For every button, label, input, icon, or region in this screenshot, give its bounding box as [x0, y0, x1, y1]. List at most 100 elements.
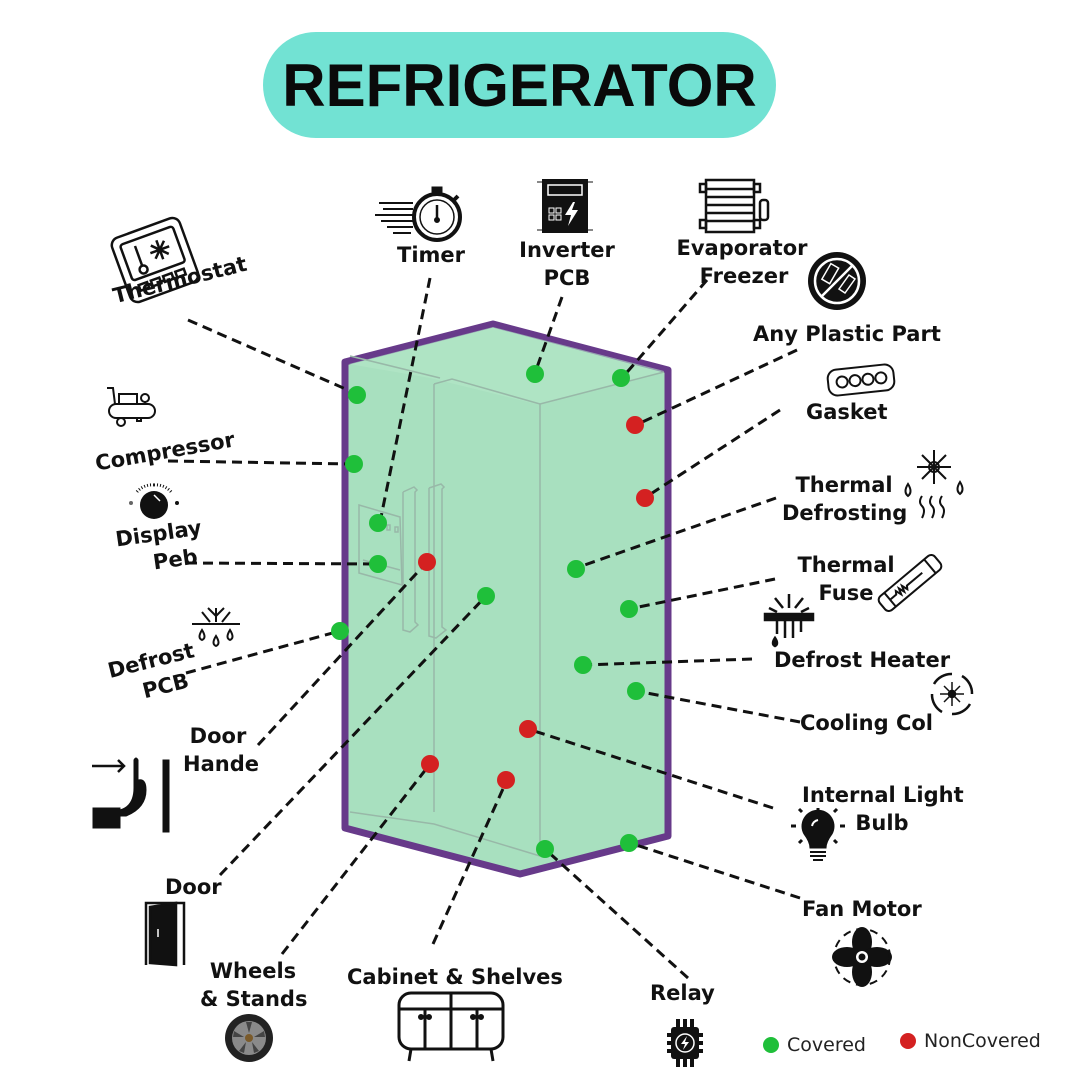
leader-fan-motor [629, 841, 801, 900]
leader-timer [378, 277, 432, 523]
dot-cabinet-shelves[interactable] [497, 771, 515, 789]
dot-door-handle[interactable] [418, 553, 436, 571]
label-relay: Relay [650, 979, 715, 1007]
dot-fan-motor[interactable] [620, 834, 638, 852]
label-cooling-col: Cooling Col [800, 709, 933, 737]
legend-covered-label: Covered [787, 1034, 866, 1056]
label-wheels-stands: Wheels & Stands [200, 957, 308, 1013]
legend-noncovered-label: NonCovered [924, 1030, 1041, 1052]
dot-thermostat[interactable] [348, 386, 366, 404]
label-line: Defrosting [782, 501, 908, 525]
label-line: Freezer [699, 264, 789, 288]
cabinet-icon [397, 991, 505, 1062]
leader-wheels-stands [280, 763, 432, 955]
air-compressor-icon [107, 387, 156, 427]
refrigerator-illustration [341, 320, 672, 878]
label-line: Door [189, 724, 247, 748]
label-thermal-fuse: Thermal Fuse [796, 551, 896, 607]
label-line: PCB [543, 266, 591, 290]
light-bulb-icon [791, 807, 845, 861]
label-any-plastic-part: Any Plastic Part [753, 320, 941, 348]
label-timer: Timer [397, 241, 465, 269]
legend-noncovered-swatch [900, 1033, 916, 1049]
label-door-handle: Door Hande [183, 722, 259, 778]
leader-inverter-pcb [533, 296, 564, 374]
label-text: Door [165, 875, 222, 899]
legend-noncovered: NonCovered [900, 1030, 1041, 1052]
label-text: Any Plastic Part [753, 322, 941, 346]
leader-relay [544, 848, 690, 980]
dot-internal-light-bulb[interactable] [519, 720, 537, 738]
label-line: Thermal [797, 553, 895, 577]
dot-gasket[interactable] [636, 489, 654, 507]
dot-wheels-stands[interactable] [421, 755, 439, 773]
door-icon [144, 901, 186, 967]
label-text: Cooling Col [800, 711, 933, 735]
dot-timer[interactable] [369, 514, 387, 532]
fuse-icon [877, 554, 943, 612]
leader-internal-light [527, 727, 774, 810]
leader-lines [167, 277, 801, 980]
leader-compressor [167, 459, 354, 466]
leader-display-peb [186, 561, 379, 566]
leader-door [218, 594, 488, 877]
wheel-icon [225, 1014, 273, 1062]
label-line: Hande [183, 752, 259, 776]
dot-inverter-pcb[interactable] [526, 365, 544, 383]
cooling-cycle-icon [930, 672, 974, 716]
dot-evaporator-freezer[interactable] [612, 369, 630, 387]
label-door: Door [165, 873, 222, 901]
leader-any-plastic-part [635, 348, 798, 427]
melting-snowflake-icon [763, 594, 815, 648]
label-line: Bulb [855, 811, 909, 835]
status-dots [331, 365, 654, 858]
label-evaporator-freezer: Evaporator Freezer [675, 234, 809, 290]
evaporator-icon [698, 178, 770, 234]
dot-display-peb[interactable] [369, 555, 387, 573]
thermostat-icon [110, 216, 200, 304]
legend-covered-swatch [763, 1037, 779, 1053]
label-gasket: Gasket [806, 398, 888, 426]
leader-thermal-fuse [628, 577, 776, 611]
leader-defrost-heater [582, 657, 753, 667]
label-defrost-heater: Defrost Heater [774, 646, 950, 674]
leader-cooling-col [635, 689, 801, 724]
dot-thermal-fuse[interactable] [620, 600, 638, 618]
defrost-drops-icon [192, 607, 240, 648]
dot-door[interactable] [477, 587, 495, 605]
fan-icon [832, 927, 892, 987]
label-inverter-pcb: Inverter PCB [518, 236, 616, 292]
leader-evaporator-freezer [620, 279, 709, 379]
page-title: REFRIGERATOR [282, 51, 757, 119]
dot-any-plastic-part[interactable] [626, 416, 644, 434]
label-line: Wheels [209, 959, 297, 983]
dot-thermal-defrosting[interactable] [567, 560, 585, 578]
dial-knob-icon [129, 483, 179, 519]
label-text: Gasket [806, 400, 888, 424]
leader-thermal-defrosting [575, 496, 777, 570]
dot-relay[interactable] [536, 840, 554, 858]
label-line: Fuse [818, 581, 874, 605]
label-thermal-defrosting: Thermal Defrosting [782, 471, 908, 527]
label-text: Timer [397, 243, 466, 267]
dot-cooling-col[interactable] [627, 682, 645, 700]
dot-compressor[interactable] [345, 455, 363, 473]
dot-defrost-heater[interactable] [574, 656, 592, 674]
label-line: & Stands [200, 987, 308, 1011]
title-banner: REFRIGERATOR [263, 32, 776, 138]
fridge-body [341, 320, 672, 878]
label-line: Internal Light [802, 783, 964, 807]
leader-door-handle [256, 560, 429, 747]
label-line: Evaporator [676, 236, 808, 260]
label-fan-motor: Fan Motor [802, 895, 922, 923]
inverter-icon [537, 179, 593, 233]
defrost-snowflake-icon [904, 450, 964, 519]
gasket-icon [826, 363, 896, 397]
hand-push-icon [92, 757, 170, 833]
label-text: Relay [650, 981, 715, 1005]
dot-defrost-pcb[interactable] [331, 622, 349, 640]
label-text: Fan Motor [802, 897, 922, 921]
leader-thermostat [187, 318, 358, 396]
label-text: Defrost Heater [774, 648, 951, 672]
